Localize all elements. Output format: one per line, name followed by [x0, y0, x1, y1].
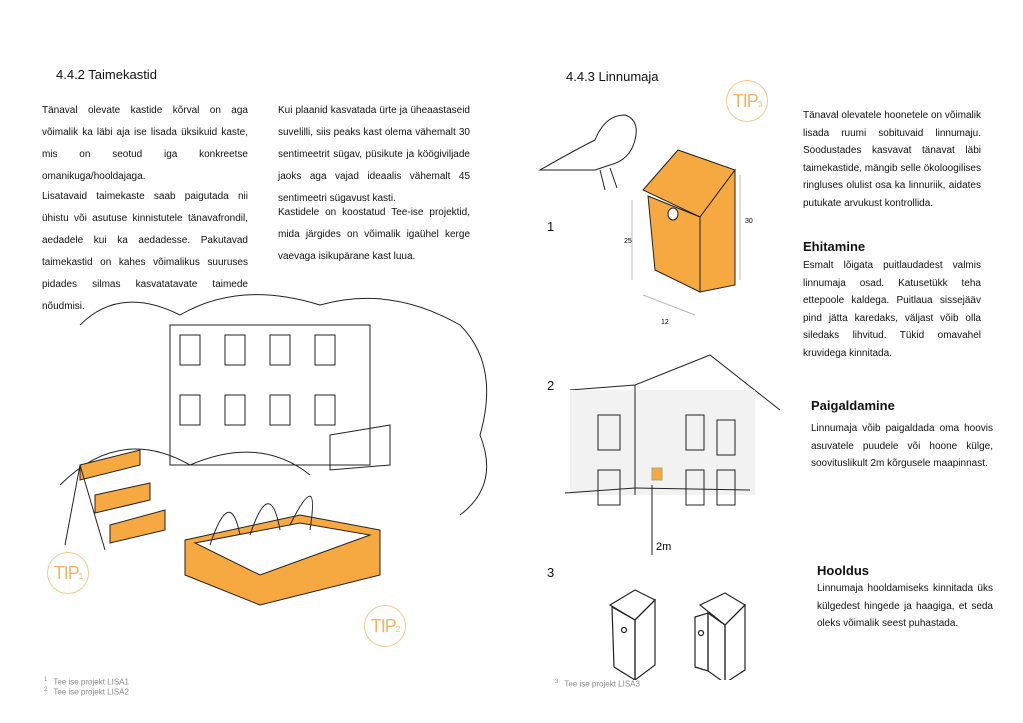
step-number: 3 [547, 565, 555, 580]
dim-30: 30 [745, 218, 753, 225]
footnote-number: 1 [44, 677, 48, 683]
paragraph: Esmalt lõigata puitlaudadest valmis linn… [803, 260, 981, 359]
paragraph: Linnumaja hooldamiseks kinnitada üks kül… [817, 583, 993, 629]
birdhouse-maintenance-illustration [608, 589, 746, 680]
tip-badge: TIP3 [726, 80, 768, 122]
paragraph: Linnumaja võib paigaldada oma hoovis asu… [811, 423, 993, 469]
tip-text: TIP [53, 563, 80, 583]
tip-text: TIP [370, 616, 397, 636]
footnote-text: Tee ise projekt LISA2 [53, 687, 129, 697]
step-number: 2 [547, 378, 555, 393]
street-planter-illustration [60, 294, 488, 606]
dim-25: 25 [624, 238, 632, 245]
footnote-number: 3 [555, 679, 559, 685]
footnote: 1 Tee ise projekt LISA1 [44, 677, 129, 687]
tip-badge: TIP1 [47, 552, 89, 594]
footnote-text: Tee ise projekt LISA1 [53, 677, 129, 687]
paragraph: Tänaval olevate kastide kõrval on aga võ… [42, 105, 248, 182]
paragraph: Kastidele on koostatud Tee-ise projektid… [278, 207, 470, 262]
tip-number: 1 [78, 572, 84, 581]
step-heading: Paigaldamine [811, 398, 895, 413]
tip-number: 3 [757, 100, 763, 109]
paragraph: Lisatavaid taimekaste saab paigutada nii… [42, 191, 248, 312]
step-heading: Hooldus [817, 563, 869, 578]
footnote-number: 2 [44, 687, 48, 693]
birdhouse-illustration: 25 30 12 [538, 114, 753, 326]
tip-badge: TIP2 [364, 605, 406, 647]
footnote-text: Tee ise projekt LISA3 [564, 679, 640, 689]
step-heading: Ehitamine [803, 239, 866, 254]
tip-number: 2 [395, 625, 401, 634]
step-number: 1 [547, 219, 555, 234]
height-label: 2m [656, 541, 671, 553]
tip-text: TIP [732, 91, 759, 111]
section-title-linnumaja: 4.4.3 Linnumaja [566, 69, 659, 84]
footnote: 3 Tee ise projekt LISA3 [555, 679, 640, 689]
paragraph: Tänaval olevatele hoonetele on võimalik … [803, 110, 981, 209]
paragraph: Kui plaanid kasvatada ürte ja üheaastase… [278, 105, 470, 204]
house-illustration: 2m [564, 354, 781, 555]
bird-icon [538, 114, 637, 191]
section-title-taimekastid: 4.4.2 Taimekastid [56, 67, 157, 82]
dim-12: 12 [661, 319, 669, 326]
footnote: 2 Tee ise projekt LISA2 [44, 687, 129, 697]
